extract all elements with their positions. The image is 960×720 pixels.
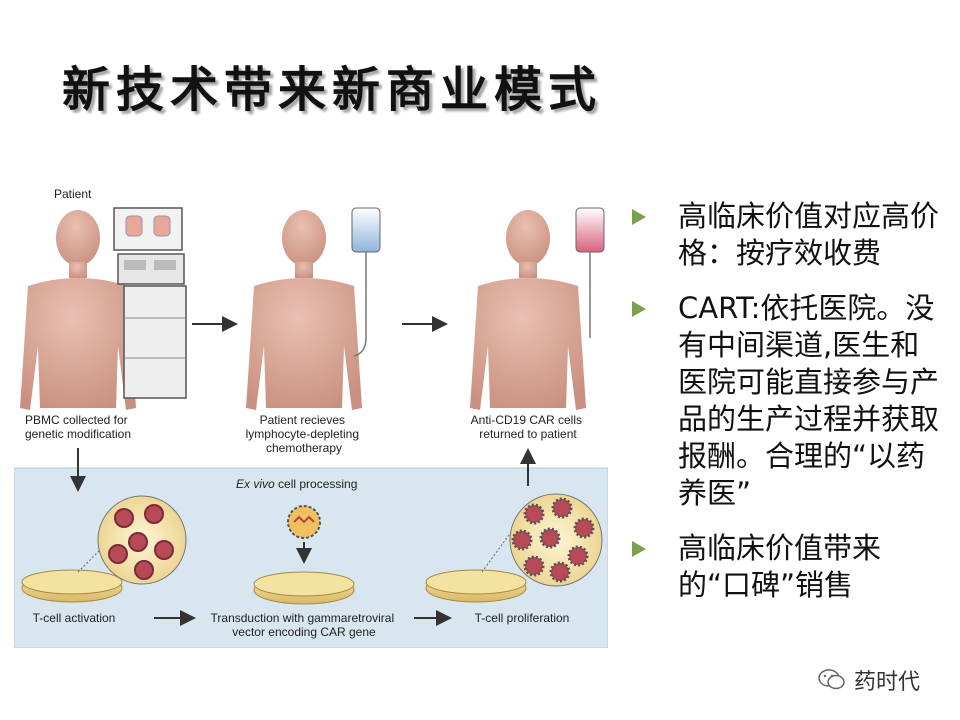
label-pbmc-2: genetic modification	[25, 427, 131, 441]
patient-figure-3	[470, 210, 586, 410]
petri-dish-transduction	[253, 571, 355, 605]
label-activation: T-cell activation	[33, 611, 116, 625]
patient-figure-2	[246, 210, 362, 410]
svg-text:Patient recieves lymphocyt: Patient recieves lymphocyte-depleting ch…	[246, 413, 363, 455]
bullet-item: 高临床价值带来的“口碑”销售	[626, 530, 946, 604]
label-depleting-1: Patient recieves	[260, 413, 345, 427]
petri-dish-proliferation	[425, 569, 527, 603]
label-returned-1: Anti-CD19 CAR cells	[471, 413, 582, 427]
zoom-circle-activation	[97, 495, 187, 585]
car-t-process-figure: Patient PBMC collected for genetic modif…	[14, 178, 608, 648]
bullet-arrow-icon	[632, 541, 646, 557]
label-transduction-1: Transduction with gammaretroviral	[211, 611, 395, 625]
petri-dish-activation	[21, 569, 123, 603]
iv-bag-chemotherapy	[351, 207, 381, 357]
bullet-arrow-icon	[632, 209, 646, 225]
iv-bag-car-cells	[575, 207, 605, 338]
svg-text:PBMC collected for genetic: PBMC collected for genetic modification	[25, 413, 131, 441]
bullet-text: 高临床价值对应高价格：按疗效收费	[678, 199, 940, 270]
zoom-circle-proliferation	[509, 493, 603, 587]
bullet-text: CART:依托医院。没有中间渠道,医生和医院可能直接参与产品的生产过程并获取报酬…	[678, 291, 940, 510]
bullet-item: 高临床价值对应高价格：按疗效收费	[626, 198, 946, 272]
label-ex-vivo-rest: cell processing	[275, 477, 358, 491]
label-proliferation: T-cell proliferation	[475, 611, 570, 625]
bullet-list: 高临床价值对应高价格：按疗效收费 CART:依托医院。没有中间渠道,医生和医院可…	[626, 198, 946, 622]
wechat-icon	[818, 669, 845, 690]
bullet-item: CART:依托医院。没有中间渠道,医生和医院可能直接参与产品的生产过程并获取报酬…	[626, 290, 946, 512]
svg-text:Ex vivo cell processing: Ex vivo cell processing	[236, 477, 357, 491]
label-pbmc-1: PBMC collected for	[25, 413, 128, 427]
bullet-text: 高临床价值带来的“口碑”销售	[678, 531, 882, 602]
label-returned-2: returned to patient	[479, 427, 577, 441]
watermark-text: 药时代	[854, 670, 921, 695]
label-depleting-2: lymphocyte-depleting	[246, 427, 359, 441]
svg-text:Anti-CD19 CAR cells return: Anti-CD19 CAR cells returned to patient	[471, 413, 586, 441]
apheresis-machine	[113, 207, 187, 399]
label-ex-vivo-italic: Ex vivo	[236, 477, 275, 491]
svg-text:Transduction with gammaretrovi: Transduction with gammaretroviral vector…	[211, 611, 398, 639]
label-depleting-3: chemotherapy	[266, 441, 342, 455]
label-patient: Patient	[54, 187, 92, 201]
watermark: 药时代	[818, 664, 920, 696]
patient-figure-1	[20, 210, 136, 410]
gammaretrovirus-icon	[287, 505, 321, 539]
label-transduction-2: vector encoding CAR gene	[232, 625, 376, 639]
slide-title: 新技术带来新商业模式	[62, 62, 603, 118]
bullet-arrow-icon	[632, 301, 646, 317]
